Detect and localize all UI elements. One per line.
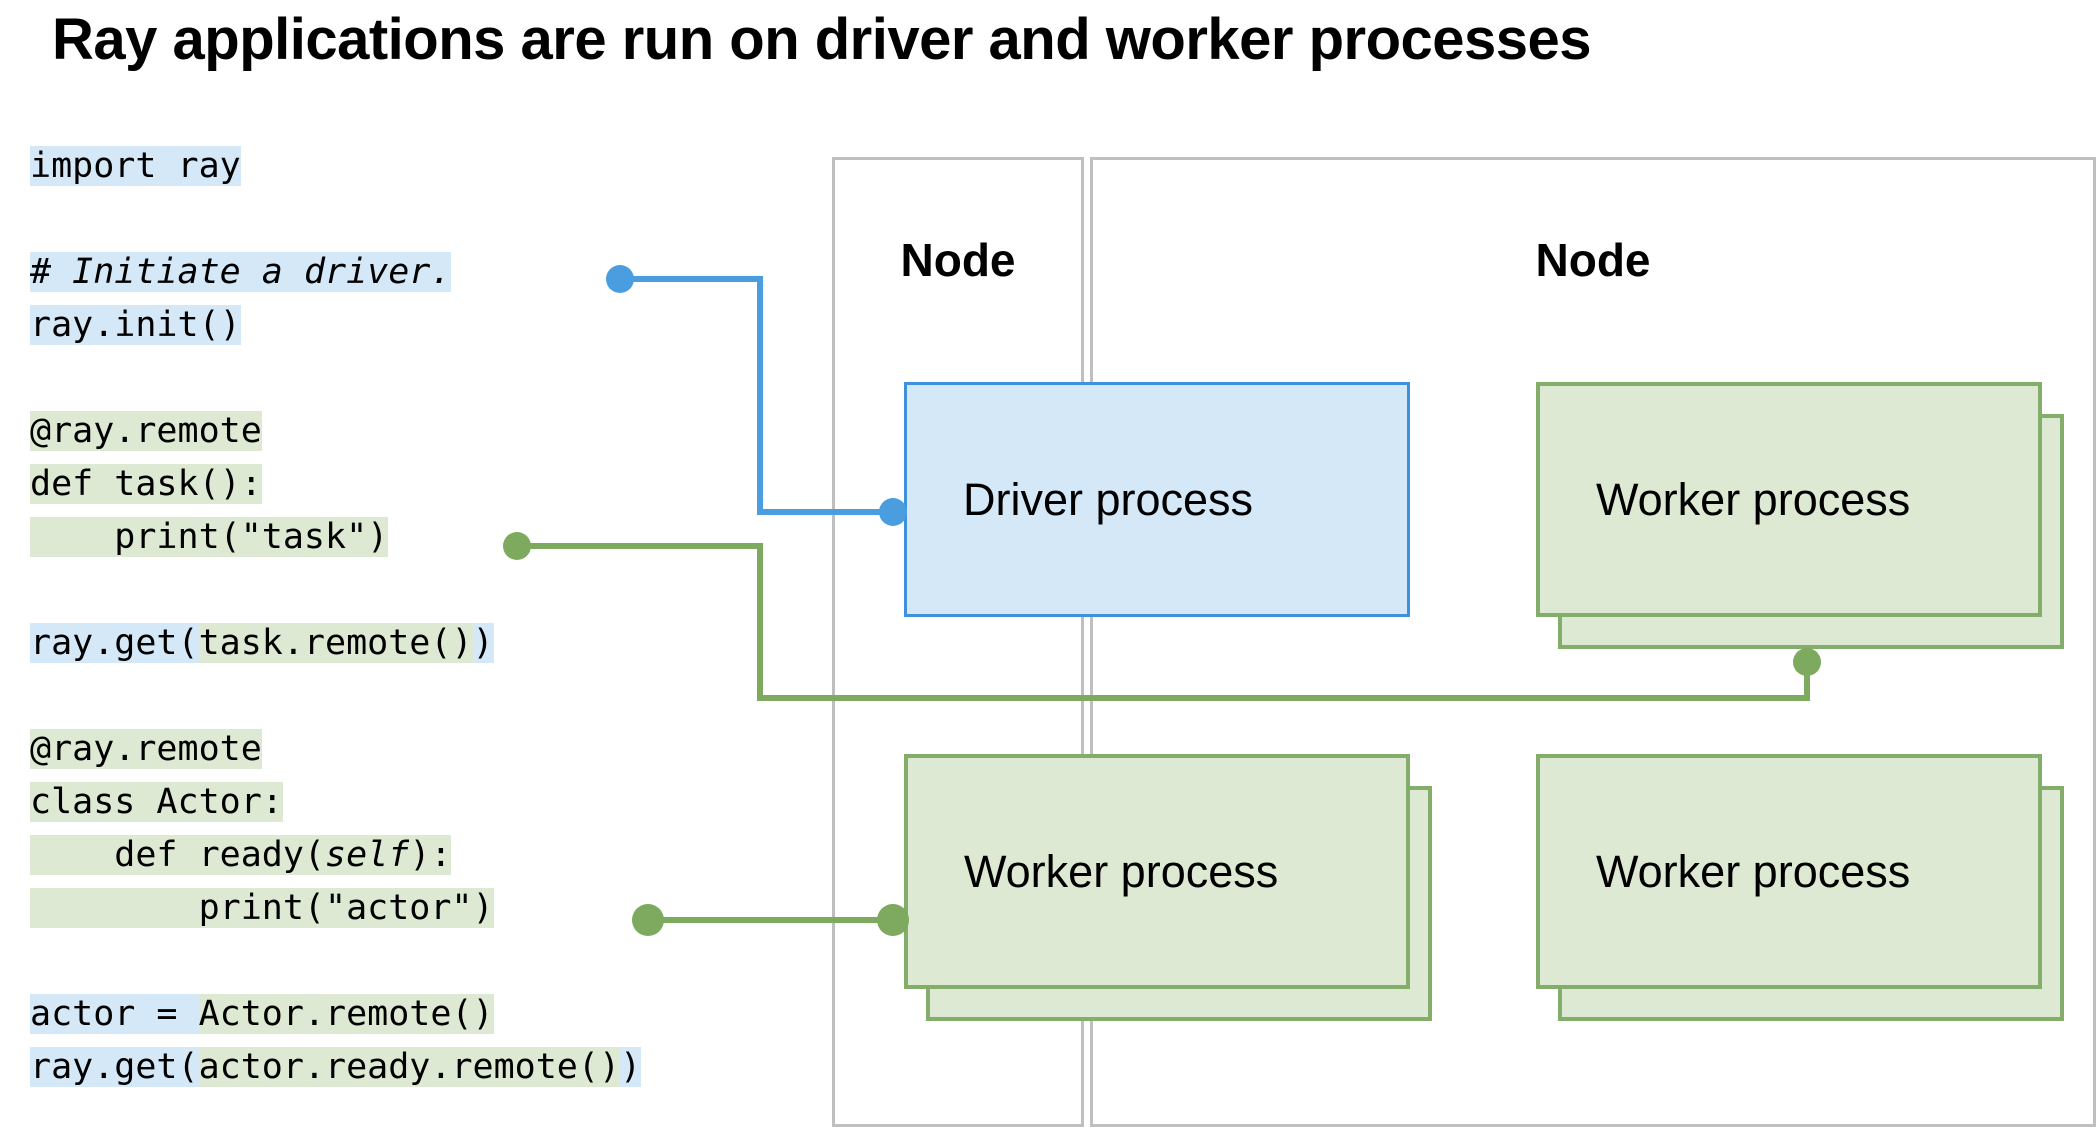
code-line-blank4	[30, 670, 820, 723]
code-line-ray-init: ray.init()	[30, 299, 820, 352]
driver-process-box[interactable]: Driver process	[904, 382, 1410, 617]
worker-process-label: Worker process	[964, 845, 1279, 897]
code-line-comment: # Initiate a driver.	[30, 246, 820, 299]
code-line-blank1	[30, 193, 820, 246]
code-segment: )	[472, 623, 494, 663]
code-segment: print("task")	[30, 517, 389, 557]
code-segment: Actor.remote()	[198, 994, 494, 1034]
worker-stack-front-layer: Worker process	[1536, 382, 2042, 617]
code-line-task-def: def task():	[30, 458, 820, 511]
code-line-blank3	[30, 564, 820, 617]
code-line-blank2	[30, 352, 820, 405]
page-title: Ray applications are run on driver and w…	[52, 7, 1592, 72]
code-segment: ray.init()	[30, 305, 241, 345]
code-line-ray-get-actor: ray.get(actor.ready.remote())	[30, 1041, 820, 1094]
code-line-import: import ray	[30, 140, 820, 193]
worker-stack-front-layer: Worker process	[1536, 754, 2042, 989]
code-segment: actor =	[30, 994, 199, 1034]
code-segment: ):	[409, 835, 452, 875]
code-segment: print("actor")	[30, 888, 494, 928]
code-line-blank5	[30, 935, 820, 988]
worker-process-label: Worker process	[1596, 845, 1911, 897]
code-line-task-print: print("task")	[30, 511, 820, 564]
node-label-left: Node	[900, 234, 1016, 286]
code-line-actor-new: actor = Actor.remote()	[30, 988, 820, 1041]
code-segment: @ray.remote	[30, 729, 262, 769]
worker-process-box-bottom-left[interactable]: Worker process	[904, 754, 1438, 1024]
driver-process-label: Driver process	[963, 473, 1254, 525]
code-segment: actor.ready.remote()	[198, 1047, 621, 1087]
code-segment: ray.get(	[30, 623, 199, 663]
code-segment: Initiate a driver.	[72, 252, 452, 292]
code-line-task-deco: @ray.remote	[30, 405, 820, 458]
code-segment: task.remote()	[198, 623, 473, 663]
code-segment: import ray	[30, 146, 241, 186]
code-block: import ray # Initiate a driver. ray.init(…	[30, 140, 820, 1094]
code-segment: ray.get(	[30, 1047, 199, 1087]
code-segment: #	[30, 252, 73, 292]
code-segment: self	[325, 835, 410, 875]
code-segment: )	[620, 1047, 642, 1087]
worker-process-box-top-right[interactable]: Worker process	[1536, 382, 2070, 652]
code-segment: class Actor:	[30, 782, 283, 822]
worker-process-box-bottom-right[interactable]: Worker process	[1536, 754, 2070, 1024]
code-segment: def ready(	[30, 835, 326, 875]
code-line-ray-get-task: ray.get(task.remote())	[30, 617, 820, 670]
worker-process-label: Worker process	[1596, 473, 1911, 525]
worker-stack-front-layer: Worker process	[904, 754, 1410, 989]
code-line-actor-class: class Actor:	[30, 776, 820, 829]
code-segment: def task():	[30, 464, 262, 504]
code-line-actor-print: print("actor")	[30, 882, 820, 935]
code-line-actor-def: def ready(self):	[30, 829, 820, 882]
node-label-right: Node	[1535, 234, 1651, 286]
code-segment: @ray.remote	[30, 411, 262, 451]
code-line-actor-deco: @ray.remote	[30, 723, 820, 776]
